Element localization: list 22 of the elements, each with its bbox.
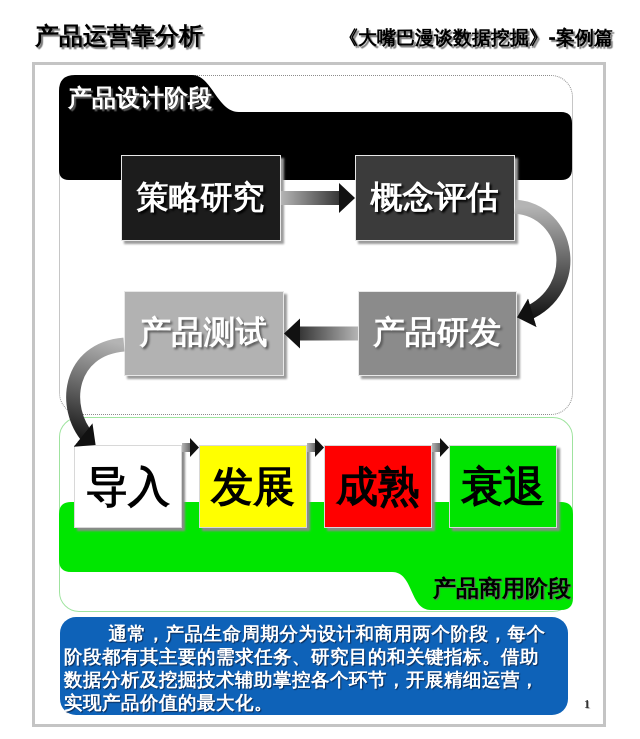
- phase-box: 成熟: [324, 445, 432, 528]
- stage-label: 产品设计阶段: [68, 84, 212, 112]
- stage-panel: [59, 75, 573, 415]
- phase-box: 导入: [74, 445, 182, 528]
- arrow: [307, 438, 324, 457]
- stage-panel: [59, 417, 573, 612]
- step-box: 策略研究: [120, 154, 280, 240]
- arrow: [182, 438, 199, 457]
- arrow: [432, 438, 449, 457]
- arrow: [284, 318, 358, 348]
- stage-label: 产品商用阶段: [433, 575, 571, 603]
- step-box: 产品测试: [124, 290, 284, 376]
- subtitle: 《大嘴巴漫谈数据挖掘》-案例篇: [339, 26, 613, 51]
- curved-arrow: [514, 200, 570, 326]
- step-box: 产品研发: [358, 290, 516, 376]
- step-box: 概念评估: [354, 154, 514, 240]
- phase-box: 衰退: [449, 445, 557, 528]
- page-title: 产品运营靠分析: [35, 21, 203, 51]
- note-box: 通常，产品生命周期分为设计和商用两个阶段，每个阶段都有其主要的需求任务、研究目的和关键指标。借助数据分析及挖掘技术辅助掌控各个环节，开展精细运营，实现产品价值的最大化。: [60, 617, 568, 715]
- arrow: [281, 183, 355, 213]
- phase-box: 发展: [199, 445, 307, 528]
- page-number: 1: [584, 697, 590, 711]
